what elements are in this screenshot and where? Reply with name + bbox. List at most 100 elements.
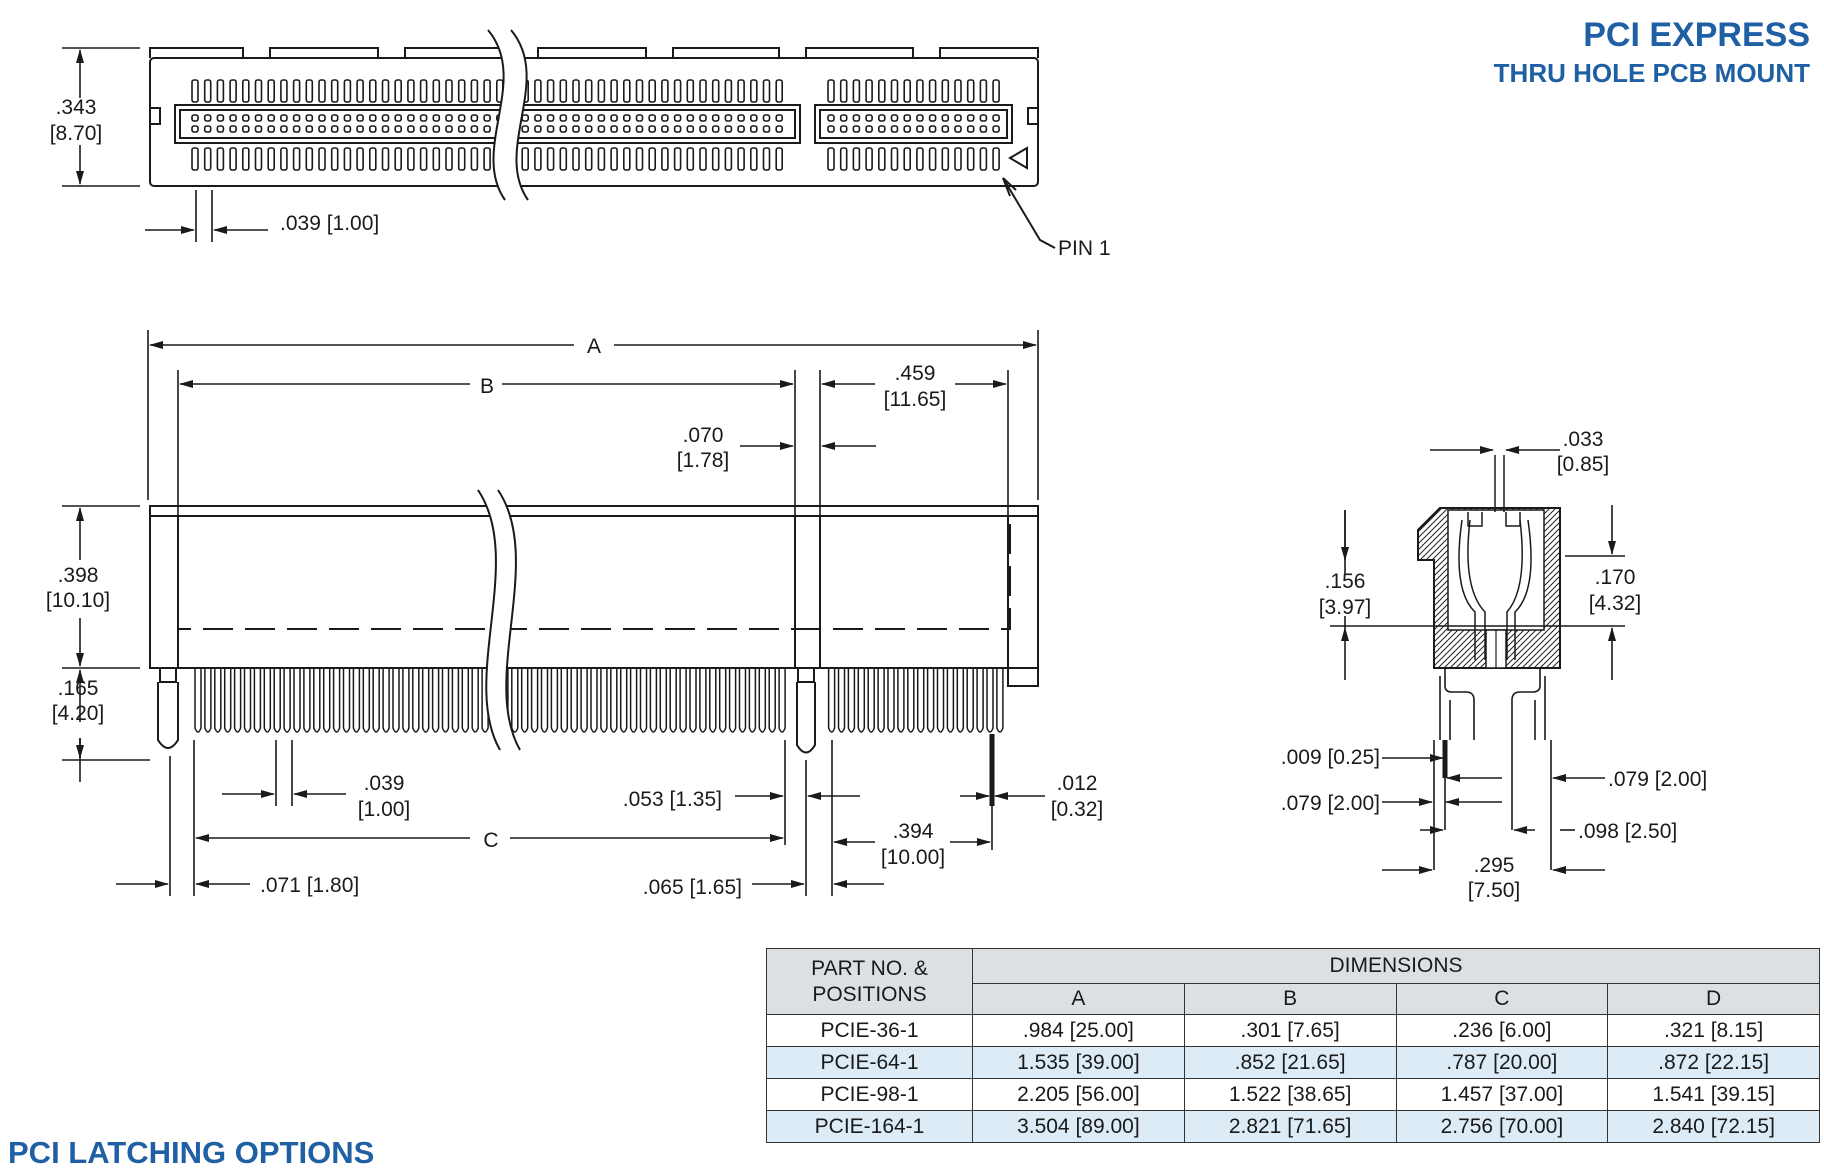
top-pin <box>966 79 975 103</box>
front-pin-tail <box>946 668 955 733</box>
top-pin <box>635 79 644 103</box>
top-contact <box>216 114 225 122</box>
top-pin <box>966 147 975 171</box>
top-pin <box>979 147 988 171</box>
table-row: PCIE-98-1 2.205 [56.00] 1.522 [38.65] 1.… <box>766 1078 1820 1111</box>
top-contact <box>890 114 899 122</box>
dim-071-label: .071 [1.80] <box>260 874 359 897</box>
top-contact <box>584 125 593 133</box>
top-contact <box>711 125 720 133</box>
top-contact <box>305 125 314 133</box>
top-contact <box>724 114 733 122</box>
cell-a: 3.504 [89.00] <box>972 1110 1185 1143</box>
front-pin-tail <box>332 668 341 733</box>
top-pin <box>419 79 428 103</box>
front-pin-tail <box>689 668 697 733</box>
front-pin-tail <box>867 668 875 733</box>
top-pin <box>381 79 390 103</box>
top-pin <box>992 147 1000 171</box>
top-pin <box>890 147 899 171</box>
top-contact <box>343 114 352 122</box>
top-pin <box>928 79 937 103</box>
top-pin <box>216 79 225 103</box>
top-contact <box>852 125 861 133</box>
top-contact <box>979 125 988 133</box>
side-leg-left <box>1444 668 1475 740</box>
front-pin-tails <box>194 668 1004 733</box>
top-contact <box>877 114 886 122</box>
col-part-line1: PART NO. & <box>811 956 928 980</box>
top-contact <box>330 114 339 122</box>
top-pin <box>521 147 530 171</box>
top-pin <box>305 147 314 171</box>
front-view <box>149 505 1039 806</box>
front-pin-tail <box>629 668 638 733</box>
front-pin-tail <box>372 668 380 733</box>
top-pin <box>318 79 326 103</box>
top-contact <box>954 114 962 122</box>
top-pin <box>318 147 326 171</box>
top-contact <box>572 114 580 122</box>
top-contact <box>381 125 390 133</box>
front-pin-tail <box>956 668 965 733</box>
cell-a: 2.205 [56.00] <box>972 1078 1185 1111</box>
top-contact <box>865 125 873 133</box>
front-pin-tail <box>421 668 430 733</box>
top-contact <box>865 114 873 122</box>
top-contact <box>483 125 491 133</box>
top-pin <box>839 147 848 171</box>
top-pin <box>954 79 962 103</box>
front-pin-tail <box>342 668 351 733</box>
col-part-line2: POSITIONS <box>812 982 927 1006</box>
top-contact <box>394 125 403 133</box>
top-pin <box>635 147 644 171</box>
top-pin <box>432 79 441 103</box>
top-pin <box>445 79 453 103</box>
top-pin <box>191 79 199 103</box>
top-pin <box>941 79 950 103</box>
front-pin-tail <box>768 668 776 733</box>
front-pin-tail <box>283 668 291 733</box>
top-pin <box>267 147 276 171</box>
col-b-header: B <box>1183 983 1397 1015</box>
boardlock-mid <box>796 682 816 754</box>
top-pin <box>775 147 784 171</box>
dim-165-in-label: .165 <box>58 677 99 700</box>
top-contact <box>737 114 745 122</box>
top-slot-long-outer <box>174 104 801 144</box>
top-contact <box>546 125 555 133</box>
top-pin <box>711 79 720 103</box>
top-contact <box>610 125 618 133</box>
top-pin <box>762 147 771 171</box>
top-pin <box>928 147 937 171</box>
front-pin-tail <box>610 668 618 733</box>
top-pin <box>216 147 225 171</box>
front-pin-tail <box>996 668 1004 733</box>
front-pin-tail <box>273 668 281 733</box>
top-pin <box>584 147 593 171</box>
front-view-dims <box>62 330 1045 896</box>
side-contact-right <box>1506 519 1532 660</box>
top-pin <box>254 79 263 103</box>
top-contact <box>635 114 644 122</box>
front-pin-tail <box>461 668 470 733</box>
front-pin-tail <box>214 668 222 733</box>
top-contact <box>737 125 745 133</box>
top-pin-rows <box>191 79 1000 171</box>
top-contact <box>191 125 199 133</box>
dim-033-in-label: .033 <box>1563 428 1604 451</box>
dim-070-mm-label: [1.78] <box>677 449 730 472</box>
dim-b-label: B <box>480 375 494 398</box>
cell-a: .984 [25.00] <box>972 1014 1185 1047</box>
top-pin <box>992 79 1000 103</box>
dim-a-label: A <box>587 335 601 358</box>
top-pin <box>852 147 861 171</box>
top-height-in-label: .343 <box>56 96 97 119</box>
top-contact <box>597 114 606 122</box>
top-height-mm-label: [8.70] <box>50 122 103 145</box>
top-contact <box>749 114 758 122</box>
top-pin <box>407 147 415 171</box>
front-pin-tail <box>897 668 905 733</box>
front-pin-tail <box>619 668 628 733</box>
front-pin-tail <box>253 668 262 733</box>
